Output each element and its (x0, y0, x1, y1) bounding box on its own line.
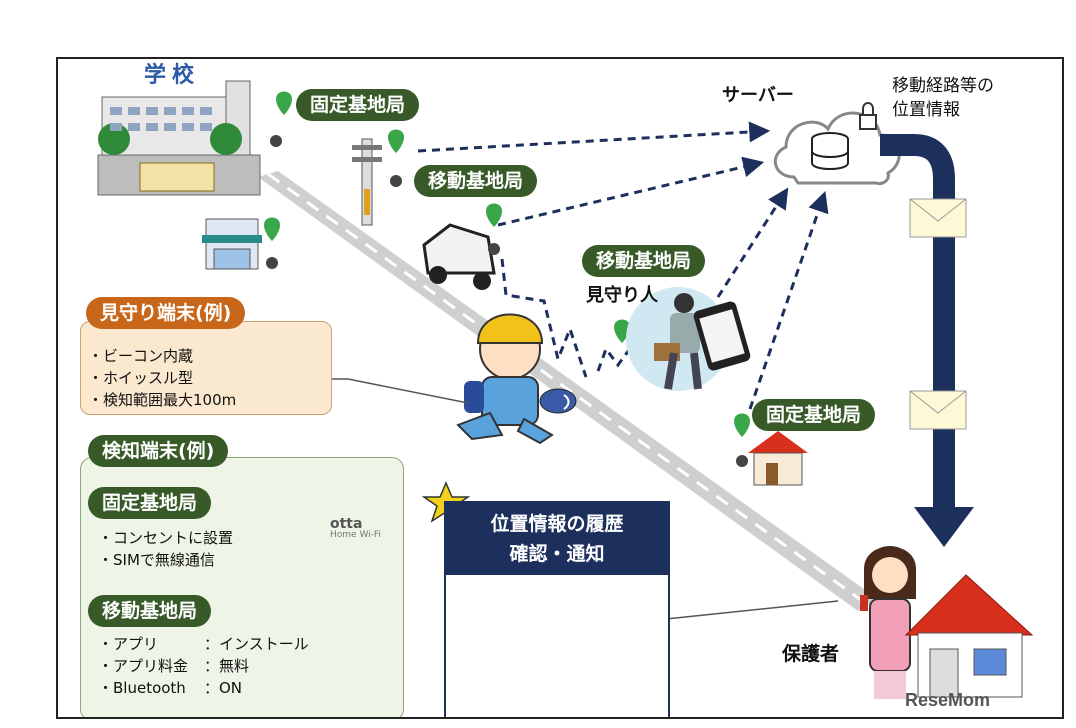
smartphone-icon (693, 301, 751, 371)
server-note-line2: 位置情報 (892, 100, 960, 120)
history-panel: 位置情報の履歴 確認・通知 (444, 501, 670, 717)
mail-icon (909, 390, 967, 430)
watch-terminal-title: 見守り端末(例) (86, 297, 246, 329)
lock-icon (859, 102, 877, 130)
fixed-station-label-top: 固定基地局 (296, 89, 420, 121)
detect-mobile-value: ：ON (204, 679, 243, 697)
diagram-frame: 学校 サーバー 移動経路等の 位置情報 固定基地局 移動基地局 移動基地局 固定… (56, 57, 1064, 719)
detect-fixed-item: ・コンセントに設置 (98, 529, 234, 547)
resemom-watermark: ReseMom (905, 690, 991, 710)
child-with-helmet-icon (456, 313, 554, 445)
guardian-label: 保護者 (782, 643, 840, 665)
mobile-station-label-person: 移動基地局 (582, 245, 706, 277)
watch-terminal-item: ・検知範囲最大100m (88, 391, 237, 409)
utility-pole-icon (352, 138, 382, 226)
detect-mobile-key: ・Bluetooth (98, 679, 186, 697)
car-icon (422, 223, 496, 290)
server-label: サーバー (722, 85, 794, 106)
watch-terminal-box (80, 321, 332, 415)
mobile-station-label-car: 移動基地局 (414, 165, 538, 197)
detect-mobile-value: ：無料 (204, 657, 250, 675)
small-house-icon (748, 431, 808, 486)
otta-brand-text: otta (330, 516, 363, 532)
server-note-line1: 移動経路等の (892, 76, 994, 96)
beacon-pin-icon (734, 413, 750, 467)
data-flow-arrows (417, 121, 829, 410)
watch-terminal-item: ・ホイッスル型 (88, 369, 194, 387)
detect-mobile-value: ：インストール (204, 635, 309, 653)
beacon-pin-icon (388, 129, 404, 187)
school-label: 学校 (144, 63, 201, 88)
callout-lines (330, 378, 839, 620)
whistle-device-icon (539, 388, 577, 414)
mail-icon (909, 198, 967, 238)
detect-mobile-title: 移動基地局 (88, 595, 212, 627)
detect-mobile-key: ・アプリ料金 (98, 657, 189, 675)
fixed-station-label-house: 固定基地局 (752, 399, 876, 431)
otta-sub-text: Home Wi-Fi (330, 530, 381, 540)
detect-mobile-key: ・アプリ (98, 635, 159, 653)
history-title-line2: 確認・通知 (509, 543, 605, 565)
history-panel-title: 位置情報の履歴 確認・通知 (446, 503, 668, 575)
store-icon (202, 218, 262, 270)
detect-fixed-item: ・SIMで無線通信 (98, 551, 215, 569)
detect-fixed-title: 固定基地局 (88, 487, 212, 519)
history-title-line1: 位置情報の履歴 (490, 513, 624, 535)
beacon-pin-icon (264, 217, 280, 269)
navy-down-arrow (880, 134, 974, 547)
guardian-person-icon (860, 546, 916, 699)
beacon-pin-icon (486, 203, 502, 255)
home-house-icon (904, 574, 1034, 698)
watch-terminal-item: ・ビーコン内蔵 (88, 347, 194, 365)
school-building-icon (97, 80, 261, 196)
watcher-label: 見守り人 (586, 285, 658, 306)
detect-terminal-title: 検知端末(例) (88, 435, 229, 467)
beacon-pin-icon (270, 91, 292, 147)
